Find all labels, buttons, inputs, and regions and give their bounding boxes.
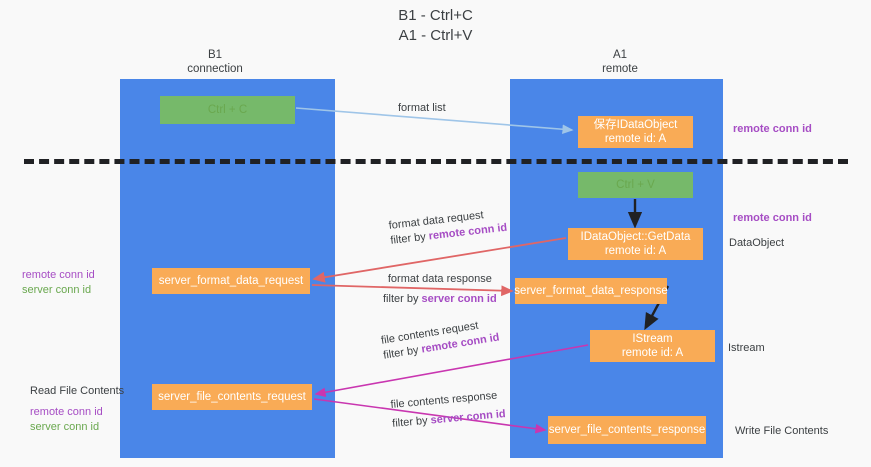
node-ctrl-v-label: Ctrl + V [616,179,655,191]
filter-by-prefix: filter by [391,414,432,430]
filter-by-prefix: filter by [383,293,422,305]
node-server-file-contents-response[interactable]: server_file_contents_response [548,416,706,444]
node-save-idataobject-line1: 保存IDataObject [593,119,678,131]
title-line-2: A1 - Ctrl+V [398,27,473,44]
edge-label-format-data-response-line1: format data response [387,273,492,285]
annotation-istream: Istream [728,342,765,354]
annotation-left-server-conn-id-1: server conn id [22,284,92,296]
arrow-format-data-request [312,237,567,283]
node-istream-line2: remote id: A [621,347,684,359]
edge-label-format-list-text: format list [398,102,446,114]
node-getdata-line1: IDataObject::GetData [580,231,691,243]
edge-label-format-list: format list [398,101,446,116]
node-server-format-data-response-label: server_format_data_response [514,285,668,297]
node-save-idataobject-line2: remote id: A [604,133,667,145]
column-header-a1-name: A1 [612,49,628,61]
arrow-file-contents-response [313,398,547,434]
annotation-left-remote-conn-id-1: remote conn id [22,269,95,281]
column-header-b1-role: connection [187,63,243,75]
filter-by-prefix: filter by [389,230,430,247]
arrow-format-data-response [311,284,514,297]
page-title: B1 - Ctrl+C A1 - Ctrl+V [0,6,871,46]
node-server-file-contents-request-label: server_file_contents_request [158,391,306,403]
annotation-left-conn-ids-2: Read File Contents remote conn id server… [30,384,124,435]
annotation-remote-conn-id-top: remote conn id [733,123,812,135]
node-ctrl-v[interactable]: Ctrl + V [578,172,693,198]
column-header-a1: A1 remote [545,48,695,76]
edge-label-format-data-response: format data response filter by server co… [383,272,497,307]
filter-by-server-conn-id: server conn id [421,293,497,305]
node-save-idataobject[interactable]: 保存IDataObject remote id: A [578,116,693,148]
column-header-b1: B1 connection [140,48,290,76]
annotation-write-file-contents: Write File Contents [735,425,829,437]
column-header-a1-role: remote [602,63,638,75]
annotation-left-remote-conn-id-2: remote conn id [30,406,103,418]
arrow-format-list [295,107,574,135]
annotation-left-server-conn-id-2: server conn id [30,421,100,433]
node-server-file-contents-request[interactable]: server_file_contents_request [152,384,312,410]
annotation-remote-conn-id-mid: remote conn id [733,212,812,224]
node-server-format-data-request-label: server_format_data_request [158,275,304,287]
arrow-file-contents-request [314,344,589,398]
section-divider [24,159,848,164]
node-idataobject-getdata[interactable]: IDataObject::GetData remote id: A [568,228,703,260]
node-ctrl-c-label: Ctrl + C [207,104,248,116]
node-server-file-contents-response-label: server_file_contents_response [548,424,706,436]
node-getdata-line2: remote id: A [604,245,667,257]
node-istream[interactable]: IStream remote id: A [590,330,715,362]
annotation-left-conn-ids-1: remote conn id server conn id [22,268,95,298]
node-server-format-data-response[interactable]: server_format_data_response [514,278,668,304]
edge-label-format-data-response-line2: filter by server conn id [383,292,497,307]
node-ctrl-c[interactable]: Ctrl + C [160,96,295,124]
annotation-dataobject: DataObject [729,237,785,249]
column-header-b1-name: B1 [207,49,223,61]
title-line-1: B1 - Ctrl+C [398,7,473,24]
annotation-read-file-contents: Read File Contents [30,385,125,397]
node-server-format-data-request[interactable]: server_format_data_request [152,268,310,294]
node-istream-line1: IStream [632,333,673,345]
